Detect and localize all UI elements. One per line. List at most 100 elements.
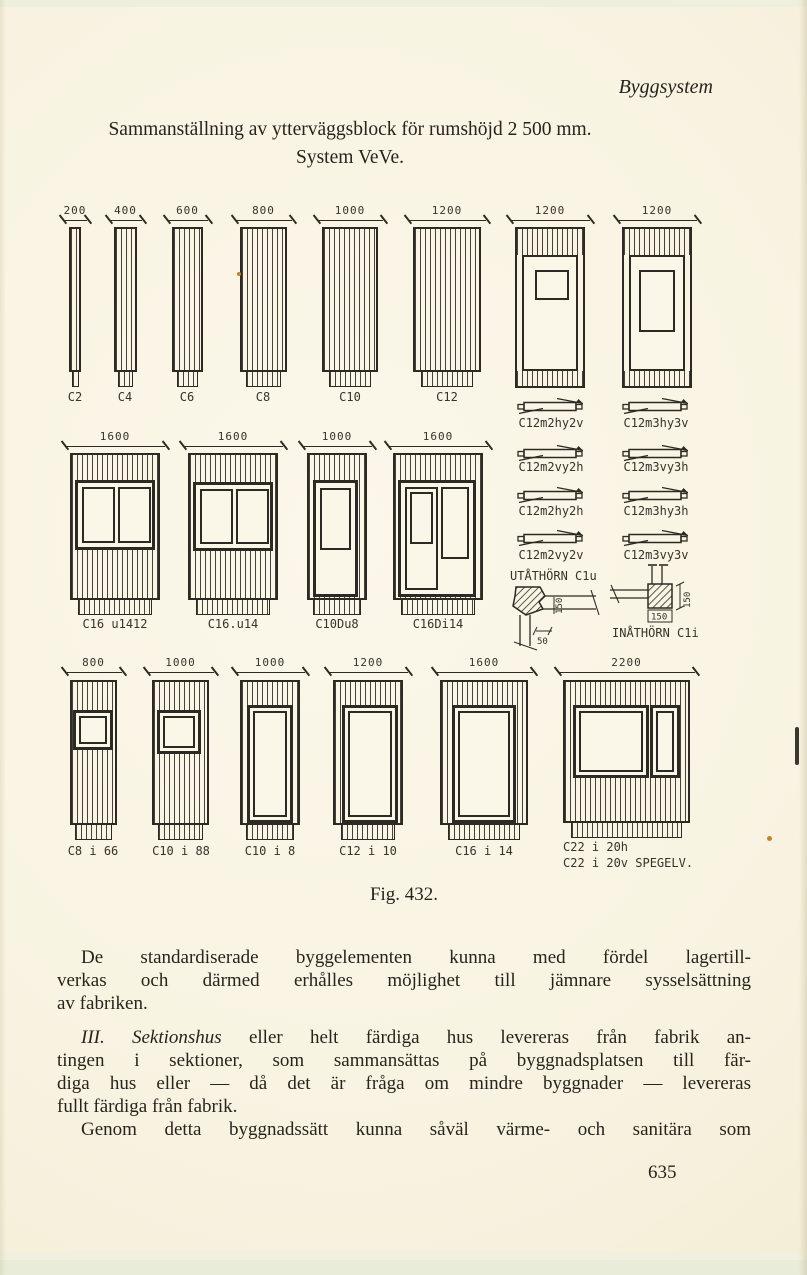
wall-block-c12-foot — [421, 370, 473, 387]
door-frame — [247, 705, 293, 823]
wall-block-c2-foot — [72, 370, 79, 387]
paragraph2-line: tingen i sektioner, som sammansättas på … — [57, 1050, 751, 1071]
wall-block-foot — [313, 598, 361, 615]
dimension-c4: 400 — [109, 204, 142, 221]
plan-section-icon — [515, 529, 587, 547]
door-leaf — [405, 487, 438, 590]
window-pane — [236, 489, 269, 544]
window-pane — [579, 711, 643, 772]
window-frame — [193, 482, 273, 551]
section-term-italic: III. Sektionshus — [81, 1027, 222, 1048]
window-frame — [573, 705, 649, 778]
window-opening — [535, 270, 569, 300]
dimension-row3-5: 1600 — [435, 656, 533, 673]
corner-dim: 150 — [651, 613, 667, 623]
hatched-band-top — [624, 229, 690, 255]
inner-corner-label: INÅTHÖRN C1i — [612, 626, 699, 640]
dimension-c10: 1000 — [317, 204, 383, 221]
plan-section-icon — [620, 529, 692, 547]
wall-block-foot — [78, 598, 152, 615]
dimension-value: 1200 — [431, 204, 463, 217]
dimension-value: 1000 — [334, 204, 366, 217]
wall-block-foot — [401, 598, 475, 615]
dimension-row2-2: 1600 — [183, 430, 283, 447]
outer-corner-label: UTÅTHÖRN C1u — [510, 569, 597, 583]
door-opening — [253, 711, 287, 817]
wall-block-c6 — [172, 227, 203, 372]
wall-block-foot — [571, 821, 682, 838]
block-label-c10: C10 — [339, 390, 361, 404]
figure-title-line1: Sammanställning av ytterväggsblock för r… — [108, 119, 592, 140]
dimension-value: 1000 — [321, 430, 353, 443]
window-frame — [73, 710, 113, 750]
variant-label: C12m3hy3v — [623, 416, 689, 430]
paragraph-gap — [57, 1015, 751, 1026]
paragraph1-line: verkas och därmed erhålles möjlighet til… — [57, 970, 751, 991]
paragraph1-line: av fabriken. — [57, 993, 148, 1014]
door-frame — [342, 705, 398, 823]
page-edge-right — [799, 0, 807, 1275]
paragraph2-line: III. Sektionshus eller helt färdiga hus … — [57, 1026, 751, 1049]
window-pane — [163, 716, 195, 748]
variant-label: C12m3hy3h — [623, 504, 689, 518]
figure-title-line2: System VeVe. — [296, 147, 404, 168]
variant-label: C12m2hy2v — [518, 416, 584, 430]
block-label: C16.u14 — [207, 617, 259, 631]
block-label: C10Du8 — [315, 617, 359, 631]
dimension-row3-1: 800 — [65, 656, 122, 673]
paragraph2-line-rest: eller helt färdiga hus levereras från fa… — [221, 1027, 751, 1048]
dimension-c6: 600 — [167, 204, 208, 221]
scan-speck — [767, 836, 772, 841]
dimension-value: 1600 — [468, 656, 500, 669]
page-edge-left — [0, 0, 6, 1275]
door-opening — [458, 711, 510, 817]
dimension-value: 1600 — [99, 430, 131, 443]
window-frame — [157, 710, 201, 754]
plan-section-icon — [515, 486, 587, 504]
block-label: C10 i 88 — [152, 844, 210, 858]
window-pane — [118, 487, 151, 543]
hatched-band-bottom — [517, 371, 583, 386]
scan-speck — [237, 272, 241, 276]
dimension-value: 1000 — [165, 656, 196, 669]
block-label: C8 i 66 — [67, 844, 119, 858]
dimension-value: 600 — [176, 204, 199, 217]
dimension-row3-6: 2200 — [558, 656, 695, 673]
plan-section-icon — [620, 486, 692, 504]
corner-dim: 150 — [555, 598, 565, 614]
wall-block-foot — [341, 823, 395, 840]
variant-label: C12m2vy2h — [518, 460, 584, 474]
sidelight-pane — [441, 487, 469, 559]
dimension-row3-2: 1000 — [147, 656, 214, 673]
outer-corner-detail-drawing: 150 50 — [512, 586, 600, 651]
paragraph3-line: Genom detta byggnadssätt kunna såväl vär… — [81, 1119, 751, 1140]
block-label-c6: C6 — [179, 390, 195, 404]
dimension-c12m-a: 1200 — [510, 204, 590, 221]
wall-block-c4 — [114, 227, 137, 372]
block-label: C12 i 10 — [339, 844, 397, 858]
dimension-row3-4: 1200 — [328, 656, 408, 673]
paragraph2-line: diga hus eller — då det är fråga om mind… — [57, 1073, 751, 1094]
window-frame — [650, 705, 680, 778]
dimension-value: 200 — [63, 204, 87, 217]
dimension-value: 2200 — [611, 656, 642, 669]
dimension-row2-1: 1600 — [65, 430, 165, 447]
block-label: C16Di14 — [412, 617, 464, 631]
door-glass — [410, 492, 433, 544]
dimension-value: 1600 — [217, 430, 249, 443]
door-frame — [452, 705, 516, 823]
hatched-band-top — [517, 229, 583, 255]
wall-block-c12 — [413, 227, 481, 372]
window-opening — [639, 270, 675, 332]
door-sidelight-frame — [398, 480, 476, 597]
window-pane — [656, 711, 674, 772]
figure-title: Sammanställning av ytterväggsblock för r… — [40, 116, 660, 172]
block-label-mirrored: C22 i 20v SPEGELV. — [563, 856, 694, 870]
door-opening — [348, 711, 392, 817]
wall-block-c12m-window-b — [622, 227, 692, 388]
plan-section-icon — [515, 397, 587, 415]
dimension-c8: 800 — [235, 204, 292, 221]
dimension-value: 400 — [114, 204, 137, 217]
wall-block-c2 — [69, 227, 81, 372]
window-pane — [200, 489, 233, 544]
